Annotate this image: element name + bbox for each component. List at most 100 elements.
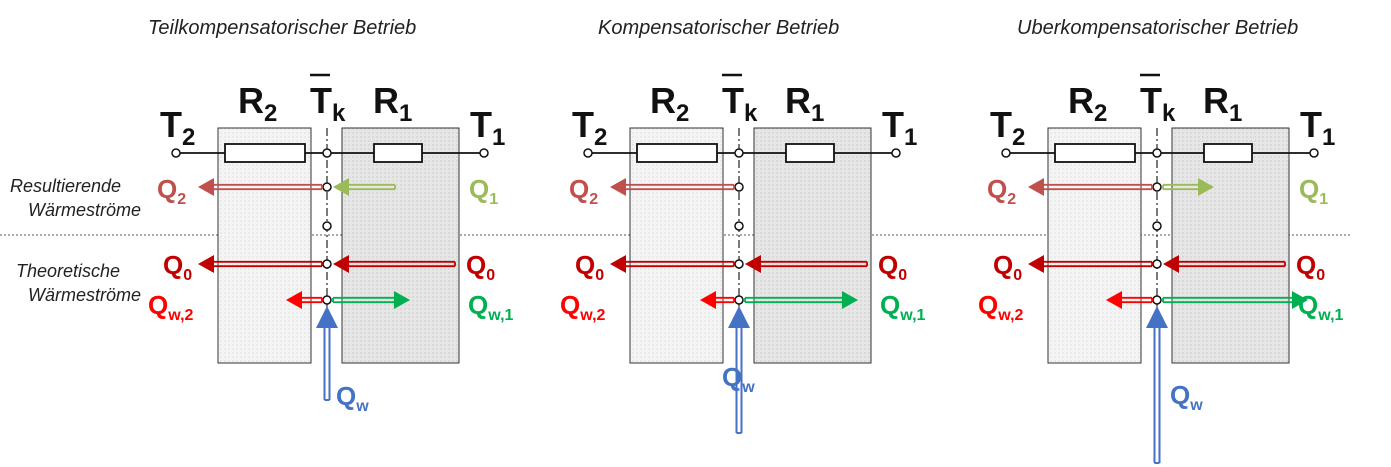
- label-qw: Qw: [722, 362, 755, 396]
- label-q0-right: Q0: [878, 250, 907, 284]
- arrow-q0-right: [333, 255, 456, 273]
- arrow-q2-head: [198, 178, 214, 196]
- arrow-qw2-head: [700, 291, 716, 309]
- node-1: [734, 182, 744, 192]
- label-q0-left: Q0: [575, 250, 604, 284]
- label-q2: Q2: [157, 174, 186, 208]
- label-qw1: Qw,1: [468, 290, 514, 324]
- symbol-t1: T1: [470, 104, 505, 151]
- arrow-q0-right-head: [745, 255, 761, 273]
- node-2: [1152, 221, 1162, 231]
- wall-right: [341, 127, 460, 364]
- panel-title: Kompensatorischer Betrieb: [598, 17, 839, 39]
- wall-left: [1047, 127, 1142, 364]
- node-2: [322, 221, 332, 231]
- arrow-q1-head: [1198, 178, 1214, 196]
- node-0: [1152, 148, 1162, 158]
- arrow-q0-right-head: [333, 255, 349, 273]
- arrow-q2: [198, 178, 323, 196]
- symbol-r1: R1: [1203, 80, 1242, 127]
- arrow-qw2: [1106, 291, 1153, 309]
- row-label-resultant-1: Resultierende: [10, 176, 121, 196]
- arrow-q0-right-head: [1163, 255, 1179, 273]
- symbol-r1: R1: [373, 80, 412, 127]
- arrow-q0-left-head: [1028, 255, 1044, 273]
- panel-title: Uberkompensatorischer Betrieb: [1017, 17, 1298, 39]
- terminal-t1: [1309, 148, 1319, 158]
- arrow-qw2-head: [1106, 291, 1122, 309]
- label-qw2: Qw,2: [148, 290, 194, 324]
- arrow-qw2: [286, 291, 323, 309]
- node-3: [1152, 259, 1162, 269]
- row-label-theoretical-1: Theoretische: [16, 261, 120, 281]
- arrow-qw: [728, 306, 750, 434]
- symbol-r1: R1: [785, 80, 824, 127]
- node-0: [322, 148, 332, 158]
- arrow-q2: [610, 178, 735, 196]
- symbol-t2: T2: [572, 104, 607, 151]
- row-label-resultant-2: Wärmeströme: [28, 200, 141, 220]
- symbol-r2: R2: [650, 80, 689, 127]
- arrow-qw2-head: [286, 291, 302, 309]
- label-qw: Qw: [336, 381, 369, 415]
- node-0: [734, 148, 744, 158]
- arrow-q0-right: [1163, 255, 1286, 273]
- symbol-t2: T2: [990, 104, 1025, 151]
- wall-right: [1171, 127, 1290, 364]
- arrow-qw1-head: [1292, 291, 1308, 309]
- label-q1: Q1: [469, 174, 498, 208]
- wall-left: [217, 127, 312, 364]
- symbol-r2: R2: [1068, 80, 1107, 127]
- terminal-t2: [583, 148, 593, 158]
- resistor-r2: [636, 143, 718, 163]
- arrow-q0-left: [1028, 255, 1153, 273]
- label-q0-right: Q0: [1296, 250, 1325, 284]
- arrow-q1-head: [333, 178, 349, 196]
- arrow-q0-right: [745, 255, 868, 273]
- label-qw1: Qw,1: [1298, 290, 1344, 324]
- node-3: [322, 259, 332, 269]
- node-4: [1152, 295, 1162, 305]
- arrow-q0-left-head: [198, 255, 214, 273]
- terminal-t1: [479, 148, 489, 158]
- arrow-qw1-head: [842, 291, 858, 309]
- symbol-r2: R2: [238, 80, 277, 127]
- symbol-t2: T2: [160, 104, 195, 151]
- arrow-q2: [1028, 178, 1153, 196]
- node-2: [734, 221, 744, 231]
- arrow-q0-left: [610, 255, 735, 273]
- arrow-qw1: [744, 291, 858, 309]
- label-qw2: Qw,2: [978, 290, 1024, 324]
- arrow-qw1: [332, 291, 410, 309]
- arrow-qw-head: [316, 306, 338, 328]
- resistor-r2: [224, 143, 306, 163]
- arrow-qw1-head: [394, 291, 410, 309]
- label-q0-left: Q0: [993, 250, 1022, 284]
- resistor-r2: [1054, 143, 1136, 163]
- row-label-theoretical-2: Wärmeströme: [28, 285, 141, 305]
- node-4: [734, 295, 744, 305]
- symbol-t1: T1: [1300, 104, 1335, 151]
- arrow-qw-head: [728, 306, 750, 328]
- arrow-q1: [333, 178, 396, 196]
- label-qw1: Qw,1: [880, 290, 926, 324]
- arrow-q0-left: [198, 255, 323, 273]
- arrow-qw2: [700, 291, 735, 309]
- arrow-qw-head: [1146, 306, 1168, 328]
- resistor-r1: [1203, 143, 1253, 163]
- resistor-r1: [785, 143, 835, 163]
- label-q0-right: Q0: [466, 250, 495, 284]
- symbol-tk: Tk: [1140, 80, 1176, 127]
- arrow-q1: [1162, 178, 1214, 196]
- terminal-t1: [891, 148, 901, 158]
- label-q1: Q1: [1299, 174, 1328, 208]
- arrow-qw: [1146, 306, 1168, 464]
- label-q0-left: Q0: [163, 250, 192, 284]
- label-qw: Qw: [1170, 380, 1203, 414]
- wall-right: [753, 127, 872, 364]
